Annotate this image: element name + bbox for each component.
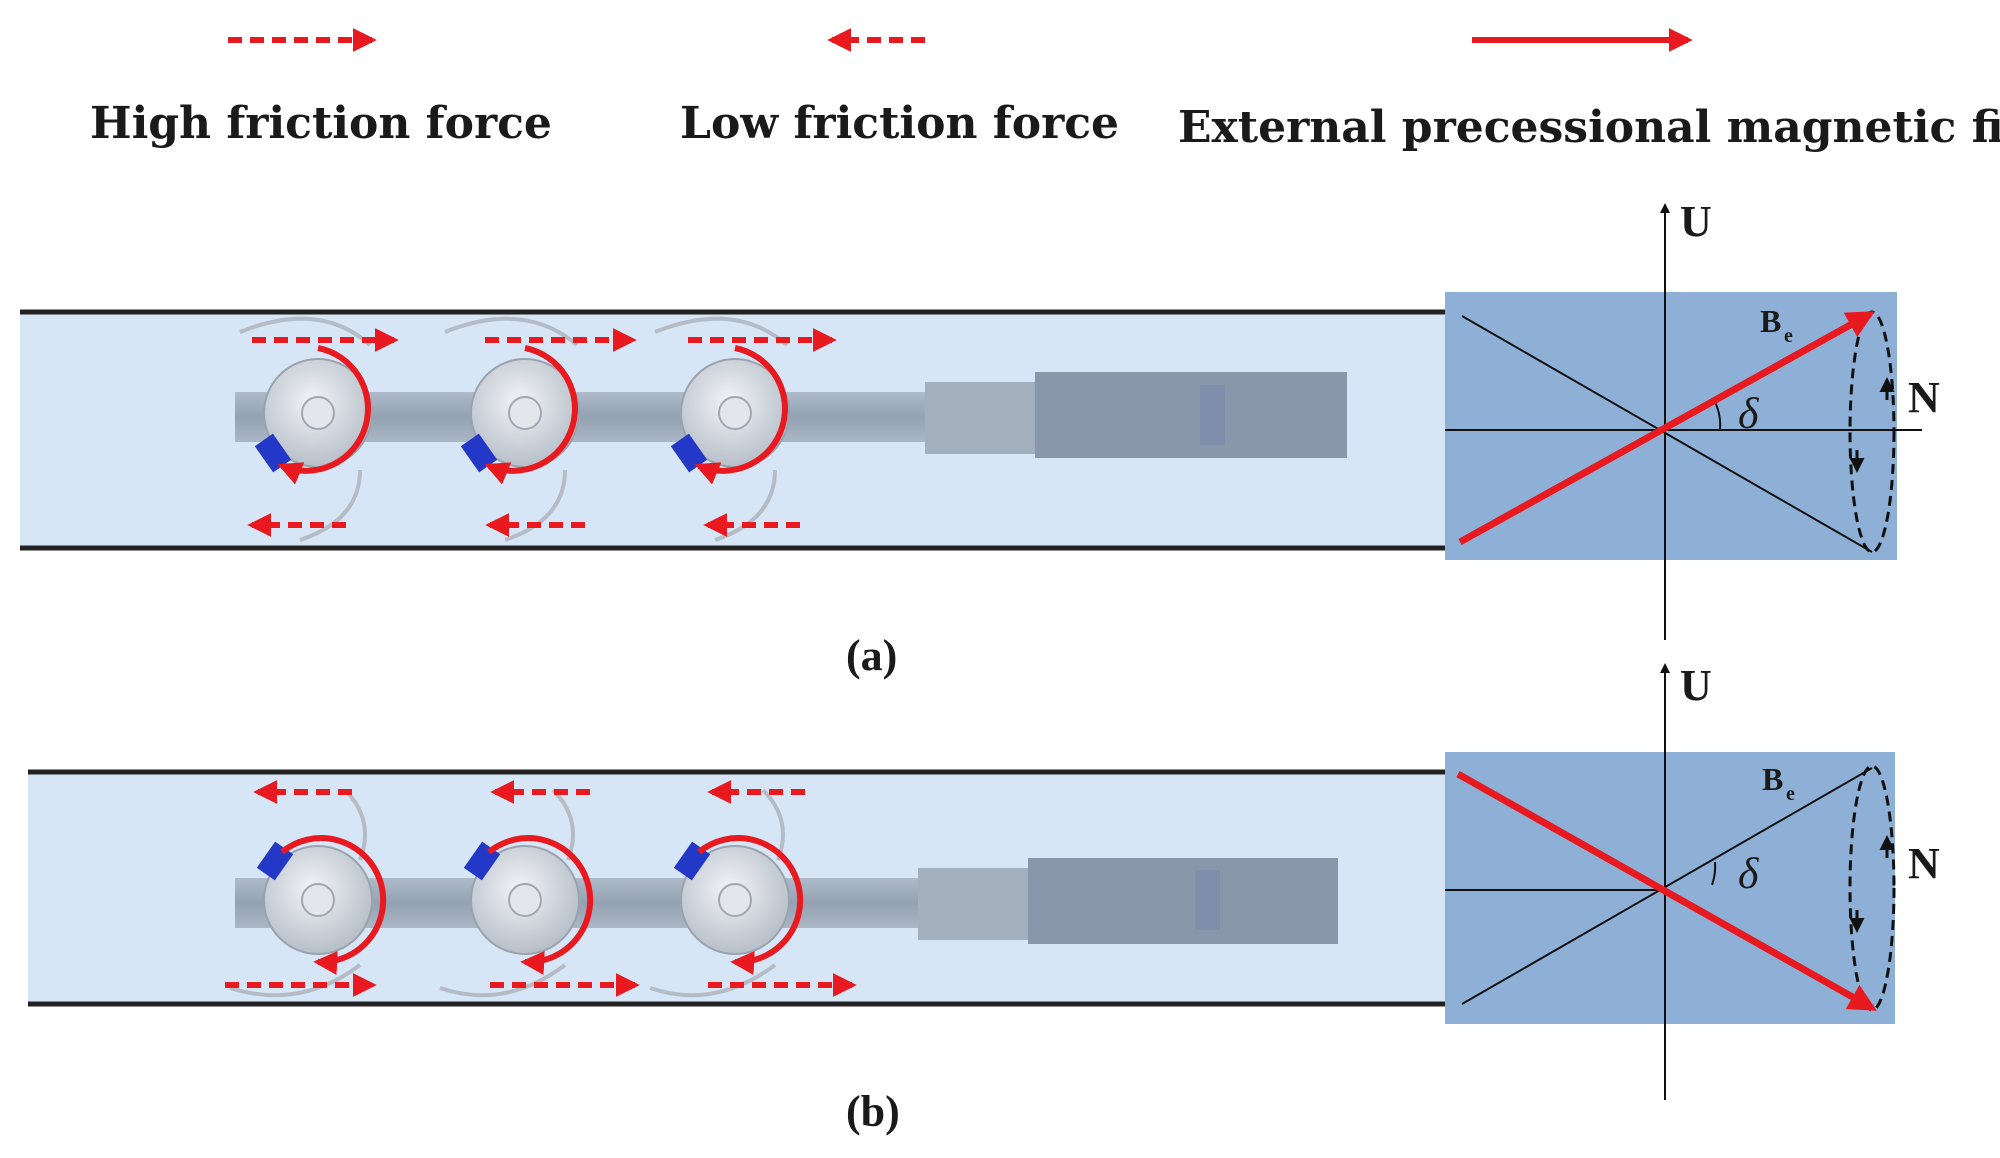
field-label-a: B [1760,303,1781,339]
caption-b: (b) [846,1087,900,1136]
segment-a-3 [654,316,837,542]
legend: High friction force Low friction force E… [90,27,2000,153]
axis-u-label-a: U [1680,197,1712,246]
segment-b-2 [439,780,640,998]
field-diagram-a: U N B e δ [1445,197,1940,640]
legend-low-friction-label: Low friction force [680,98,1119,149]
angle-label-b: δ [1738,849,1760,898]
segment-b-3 [649,780,857,998]
legend-external-field-label: External precessional magnetic field [1178,102,2000,153]
field-subscript-b: e [1786,783,1795,805]
panel-a: U N B e δ (a) [20,197,1940,680]
field-subscript-a: e [1784,325,1793,347]
segment-a-1 [239,316,399,542]
field-vector-b [1456,770,1877,1012]
segment-b-1 [225,780,387,998]
field-diagram-b: U N B e δ [1445,661,1940,1100]
segment-a-2 [444,316,637,542]
axis-n-label-b: N [1908,839,1940,888]
panel-b: U N B e δ (b) [28,661,1940,1136]
caption-a: (a) [846,631,897,680]
axis-n-label-a: N [1908,373,1940,422]
field-label-b: B [1762,761,1783,797]
legend-high-friction-label: High friction force [90,98,552,149]
axis-u-label-b: U [1680,661,1712,710]
field-vector-a [1458,310,1875,546]
angle-label-a: δ [1738,389,1760,438]
